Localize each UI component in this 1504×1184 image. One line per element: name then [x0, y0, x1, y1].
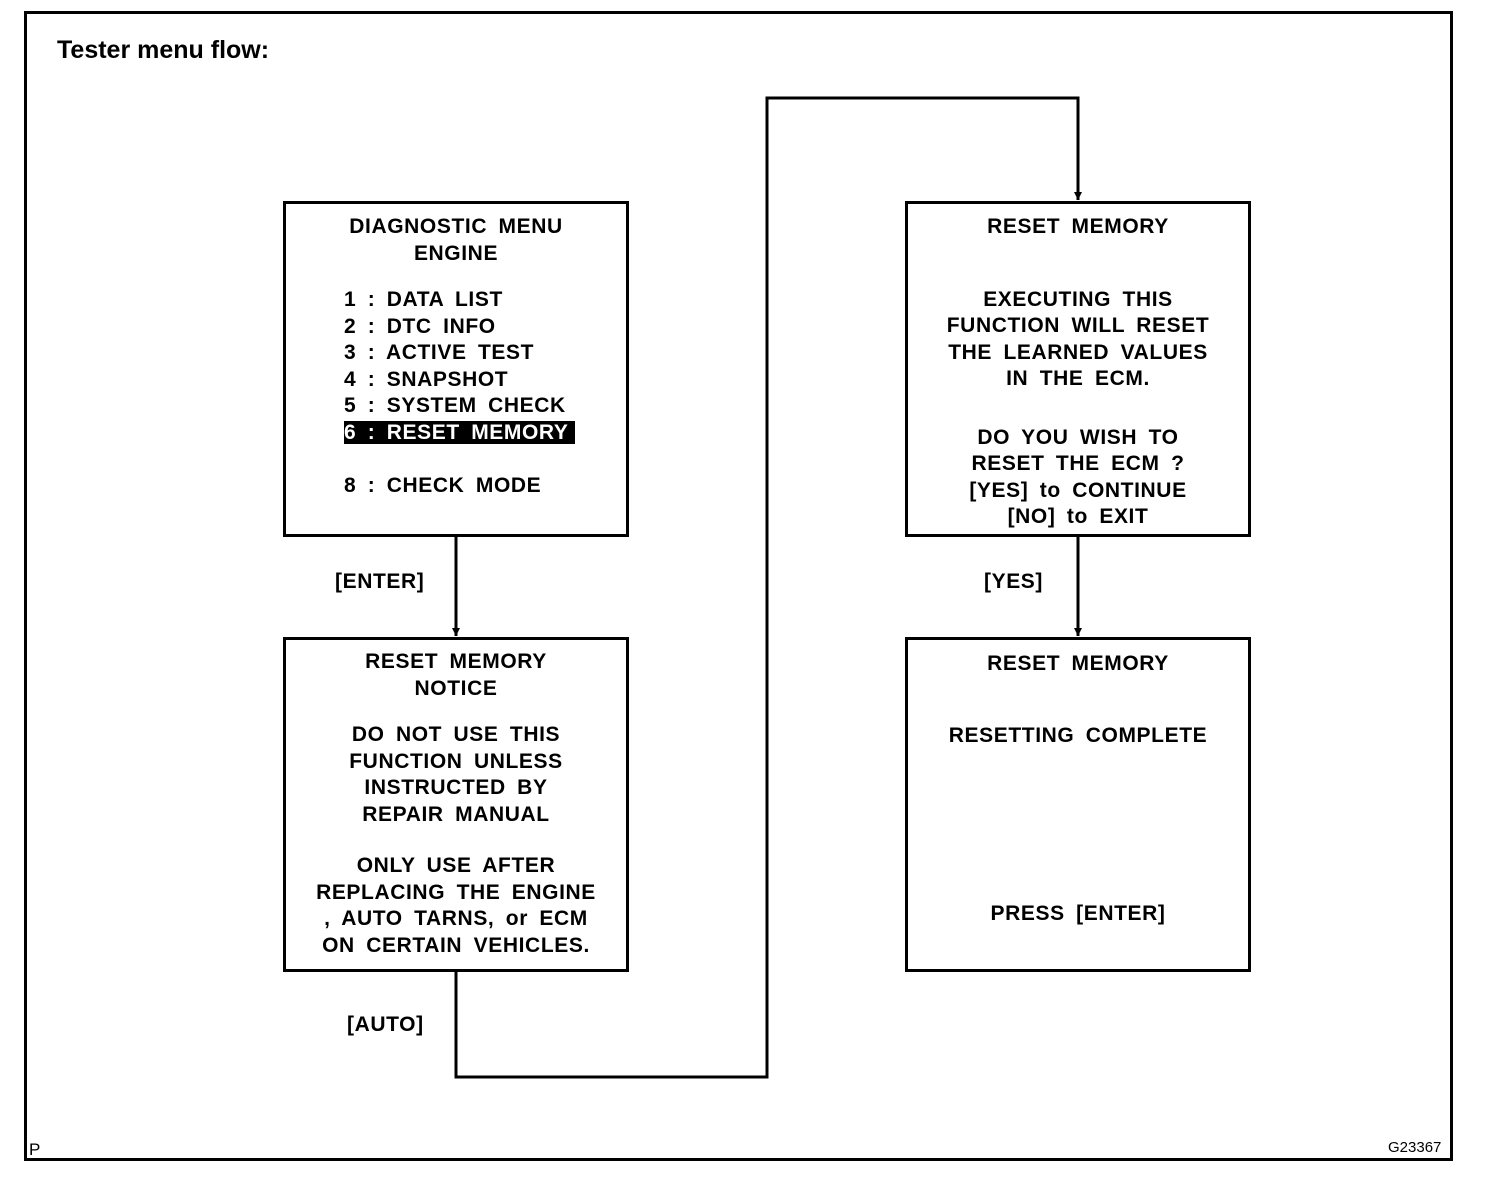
- menu-item-system-check[interactable]: 5 : SYSTEM CHECK: [344, 394, 566, 417]
- reset-memory-notice-screen: RESET MEMORY NOTICE DO NOT USE THIS FUNC…: [283, 637, 629, 972]
- confirm-question: DO YOU WISH TO: [977, 425, 1179, 449]
- menu-item-snapshot[interactable]: 4 : SNAPSHOT: [344, 367, 509, 391]
- complete-status: RESETTING COMPLETE: [948, 723, 1208, 747]
- confirm-text: THE LEARNED VALUES: [948, 340, 1208, 364]
- confirm-heading: RESET MEMORY: [987, 215, 1169, 238]
- figure-frame: [24, 11, 1453, 1161]
- label-auto: [AUTO]: [347, 1013, 424, 1036]
- label-yes-key: [YES]: [984, 570, 1044, 593]
- press-enter-prompt[interactable]: PRESS [ENTER]: [990, 902, 1166, 925]
- diag-heading: DIAGNOSTIC MENU ENGINE: [286, 214, 626, 267]
- notice-text: , AUTO TARNS, or ECM: [324, 907, 588, 930]
- confirm-text: IN THE ECM.: [1006, 367, 1150, 390]
- notice-heading: NOTICE: [414, 676, 498, 700]
- menu-item-active-test[interactable]: 3 : ACTIVE TEST: [344, 341, 535, 364]
- notice-text: REPLACING THE ENGINE: [316, 880, 596, 904]
- notice-text: ONLY USE AFTER: [356, 854, 556, 877]
- notice-text: DO NOT USE THIS: [351, 723, 561, 746]
- diag-heading-line: DIAGNOSTIC MENU: [349, 215, 563, 238]
- confirm-yes-option[interactable]: [YES] to CONTINUE: [969, 478, 1187, 502]
- confirm-text: FUNCTION WILL RESET: [946, 314, 1210, 337]
- figure-title: Tester menu flow:: [57, 36, 270, 64]
- notice-text: INSTRUCTED BY: [364, 776, 548, 799]
- complete-heading: RESET MEMORY: [987, 652, 1169, 675]
- menu-item-dtc-info[interactable]: 2 : DTC INFO: [344, 314, 496, 338]
- label-enter-key: [ENTER]: [335, 570, 425, 593]
- confirm-no-option[interactable]: [NO] to EXIT: [1007, 505, 1149, 528]
- confirm-text: EXECUTING THIS: [983, 287, 1173, 311]
- connector-notice-to-confirm: [454, 96, 1082, 1079]
- diagnostic-menu-screen: DIAGNOSTIC MENU ENGINE 1 : DATA LIST 2 :…: [283, 201, 629, 537]
- menu-item-reset-memory-selected[interactable]: 6 : RESET MEMORY: [344, 420, 575, 444]
- notice-text: FUNCTION UNLESS: [349, 749, 563, 773]
- reset-memory-confirm-screen: RESET MEMORY EXECUTING THIS FUNCTION WIL…: [905, 201, 1251, 537]
- reset-complete-screen: RESET MEMORY RESETTING COMPLETE PRESS [E…: [905, 637, 1251, 972]
- menu-item-data-list[interactable]: 1 : DATA LIST: [344, 288, 503, 311]
- figure-id: G23367: [1388, 1139, 1442, 1156]
- diag-heading-line: ENGINE: [413, 241, 499, 265]
- notice-heading: RESET MEMORY: [365, 650, 547, 673]
- diag-menu-list: 1 : DATA LIST 2 : DTC INFO 3 : ACTIVE TE…: [344, 287, 626, 499]
- notice-text: REPAIR MANUAL: [362, 802, 550, 826]
- confirm-question: RESET THE ECM ?: [971, 452, 1185, 475]
- corner-mark: P: [29, 1140, 41, 1159]
- menu-item-check-mode[interactable]: 8 : CHECK MODE: [344, 473, 542, 497]
- notice-text: ON CERTAIN VEHICLES.: [322, 933, 590, 957]
